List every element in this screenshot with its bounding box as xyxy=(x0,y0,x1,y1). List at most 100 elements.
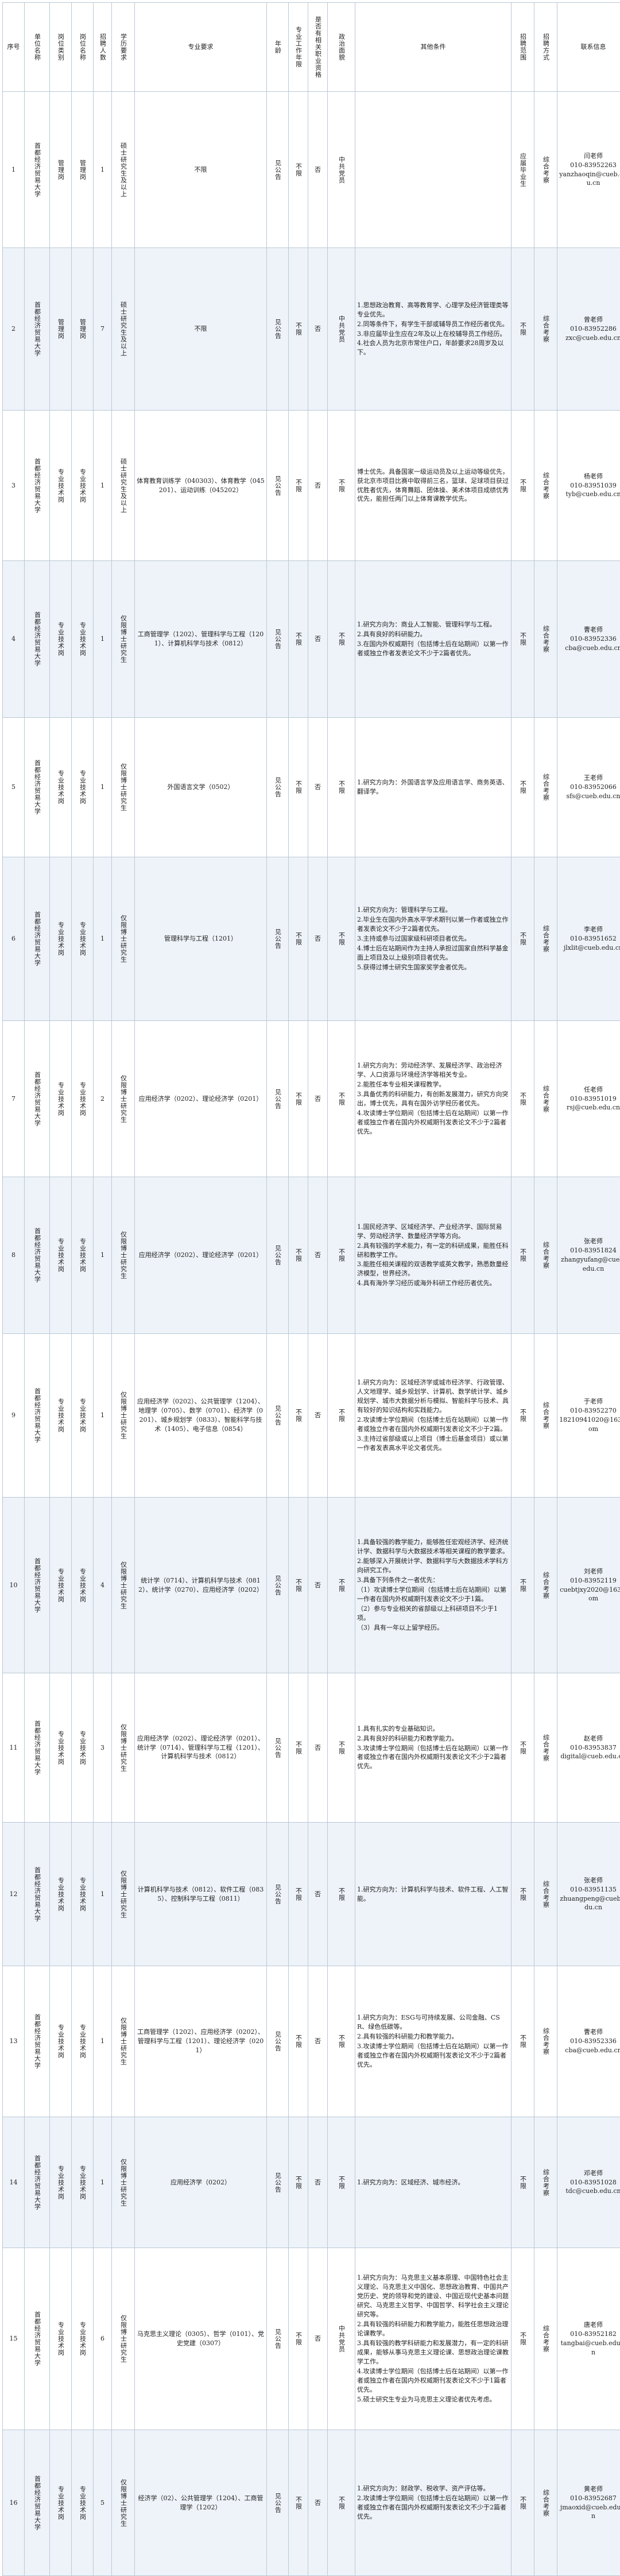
cell-method-text: 综合考察 xyxy=(541,2028,551,2055)
cell-scope-text: 不限 xyxy=(518,1579,528,1592)
cell-work-exp-text: 不限 xyxy=(294,932,303,946)
cell-major-text: 工商管理学（1202）、管理科学与工程（1201）、计算机科学与技术（0812） xyxy=(138,631,264,647)
cell-other xyxy=(355,92,512,248)
cell-scope: 不限 xyxy=(512,1498,534,1673)
cell-politics: 不限 xyxy=(328,2430,355,2576)
cell-age: 见公告 xyxy=(267,411,289,561)
contact-email[interactable]: cba@cueb.edu.cn xyxy=(559,644,620,653)
cell-unit: 首都经济贸易大学 xyxy=(25,92,50,248)
cell-education: 仅限博士研究生 xyxy=(112,1498,135,1673)
cell-count: 1 xyxy=(94,561,112,718)
cell-post-level: 专业技术岗 xyxy=(72,2117,94,2248)
cell-method: 综合考察 xyxy=(534,1966,557,2117)
condition-item: 2.同等条件下，有学生干部或辅导员工作经历者优先。 xyxy=(357,320,509,329)
header-major: 专业要求 xyxy=(135,3,267,92)
header-row: 序号 单位名称 岗位类别 岗位名称 招聘人数 学历要求 专业要求 年龄 专业工作… xyxy=(3,3,620,92)
cell-age: 见公告 xyxy=(267,92,289,248)
cell-work-exp: 不限 xyxy=(289,411,308,561)
header-other: 其他条件 xyxy=(355,3,512,92)
contact-email[interactable]: yanzhaoqin@cueb.edu.cn xyxy=(559,170,620,188)
contact-email[interactable]: rsj@cueb.edu.cn xyxy=(559,1103,620,1112)
cell-politics-text: 不限 xyxy=(337,1579,346,1592)
cell-unit-text: 首都经济贸易大学 xyxy=(33,1558,42,1613)
cell-scope-text: 应届毕业生 xyxy=(518,153,528,187)
cell-related: 否 xyxy=(308,1966,328,2117)
cell-scope: 不限 xyxy=(512,718,534,857)
cell-work-exp: 不限 xyxy=(289,1498,308,1673)
cell-unit-text: 首都经济贸易大学 xyxy=(33,1867,42,1922)
cell-post-level-text: 专业技术岗 xyxy=(78,2165,87,2200)
cell-post-level: 管理岗 xyxy=(72,92,94,248)
cell-method-text: 综合考察 xyxy=(541,156,551,184)
cell-age-text: 见公告 xyxy=(273,1575,282,1596)
contact-email[interactable]: cuebtjxy2020@163.com xyxy=(559,1585,620,1604)
header-count: 招聘人数 xyxy=(94,3,112,92)
cell-related: 否 xyxy=(308,1673,328,1823)
condition-item: 3.在国内外权威期刊（包括博士后在站期间）以第一作者或独立作者发表论文不少于2篇… xyxy=(357,640,509,658)
cell-unit-text: 首都经济贸易大学 xyxy=(33,142,42,198)
contact-email[interactable]: 18210941020@163.com xyxy=(559,1415,620,1434)
cell-no: 13 xyxy=(3,1966,25,2117)
cell-post-level-text: 专业技术岗 xyxy=(78,770,87,804)
header-related: 是否有相关职业资格 xyxy=(308,3,328,92)
condition-item: 2.攻读博士学位期间（包括博士后在站期间）以第一作者或独立作者在国内外权威期刊发… xyxy=(357,2494,509,2521)
cell-politics: 不限 xyxy=(328,2117,355,2248)
contact-email[interactable]: jlxlit@cueb.edu.cn xyxy=(559,943,620,953)
cell-education-text: 硕士研究生及以上 xyxy=(119,458,128,513)
cell-major: 应用经济学（0202）、理论经济学（0201）、统计学（0714）、管理科学与工… xyxy=(135,1673,267,1823)
cell-work-exp-text: 不限 xyxy=(294,479,303,493)
cell-related-text: 否 xyxy=(315,1411,321,1419)
cell-post-level: 专业技术岗 xyxy=(72,1334,94,1498)
contact-email[interactable]: digital@cueb.edu.cn xyxy=(559,1752,620,1761)
cell-major-text: 外国语言文学（0502） xyxy=(168,783,234,791)
cell-unit: 首都经济贸易大学 xyxy=(25,1334,50,1498)
cell-count: 2 xyxy=(94,1021,112,1177)
cell-post-category: 专业技术岗 xyxy=(50,2117,72,2248)
cell-education: 仅限博士研究生 xyxy=(112,1966,135,2117)
cell-major-text: 不限 xyxy=(195,325,207,332)
cell-method-text: 综合考察 xyxy=(541,315,551,343)
condition-item: 1.研究方向为：ESG与可持续发展、公司金融、CSR、绿色低碳等。 xyxy=(357,2013,509,2032)
cell-education: 硕士研究生及以上 xyxy=(112,248,135,411)
cell-no: 11 xyxy=(3,1673,25,1823)
cell-age-text: 见公告 xyxy=(273,929,282,949)
header-contact: 联系信息 xyxy=(557,3,620,92)
contact-email[interactable]: zxc@cueb.edu.cn xyxy=(559,334,620,343)
cell-related: 否 xyxy=(308,2248,328,2430)
cell-scope-text: 不限 xyxy=(518,2496,528,2510)
cell-post-category-text: 专业技术岗 xyxy=(56,622,65,656)
cell-related-text: 否 xyxy=(315,482,321,489)
cell-unit-text: 首都经济贸易大学 xyxy=(33,2476,42,2531)
cell-related-text: 否 xyxy=(315,1890,321,1898)
cell-unit: 首都经济贸易大学 xyxy=(25,411,50,561)
contact-email[interactable]: tangbai@cueb.edu.cn xyxy=(559,2339,620,2357)
cell-major-text: 应用经济学（0202）、理论经济学（0201）、统计学（0714）、管理科学与工… xyxy=(137,1735,264,1761)
cell-post-category-text: 专业技术岗 xyxy=(56,2486,65,2520)
cell-post-category: 专业技术岗 xyxy=(50,718,72,857)
cell-count: 4 xyxy=(94,1498,112,1673)
cell-scope-text: 不限 xyxy=(518,780,528,794)
cell-work-exp: 不限 xyxy=(289,2117,308,2248)
contact-email[interactable]: zhangyufang@cueb.edu.cn xyxy=(559,1255,620,1274)
contact-email[interactable]: cba@cueb.edu.cn xyxy=(559,2046,620,2055)
contact-email[interactable]: jmaoxid@cueb.edu.cn xyxy=(559,2503,620,2521)
cell-work-exp-text: 不限 xyxy=(294,2176,303,2190)
cell-post-category: 专业技术岗 xyxy=(50,1021,72,1177)
contact-email[interactable]: tyb@cueb.edu.cn xyxy=(559,490,620,499)
cell-post-category-text: 专业技术岗 xyxy=(56,2322,65,2356)
cell-major: 应用经济学（0202）、理论经济学（0201） xyxy=(135,1177,267,1334)
cell-unit-text: 首都经济贸易大学 xyxy=(33,1072,42,1127)
condition-item: （1）攻读博士学位期间（包括博士后在站期间）以第一作者在国内外权威期刊发表论文不… xyxy=(357,1585,509,1604)
cell-politics-text: 中共党员 xyxy=(337,2325,346,2353)
contact-email[interactable]: zhuangpeng@cueb.edu.cn xyxy=(559,1894,620,1913)
contact-email[interactable]: sfs@cueb.edu.cn xyxy=(559,792,620,801)
cell-related: 否 xyxy=(308,857,328,1021)
cell-scope: 不限 xyxy=(512,248,534,411)
contact-email[interactable]: tdc@cueb.edu.cn xyxy=(559,2187,620,2196)
